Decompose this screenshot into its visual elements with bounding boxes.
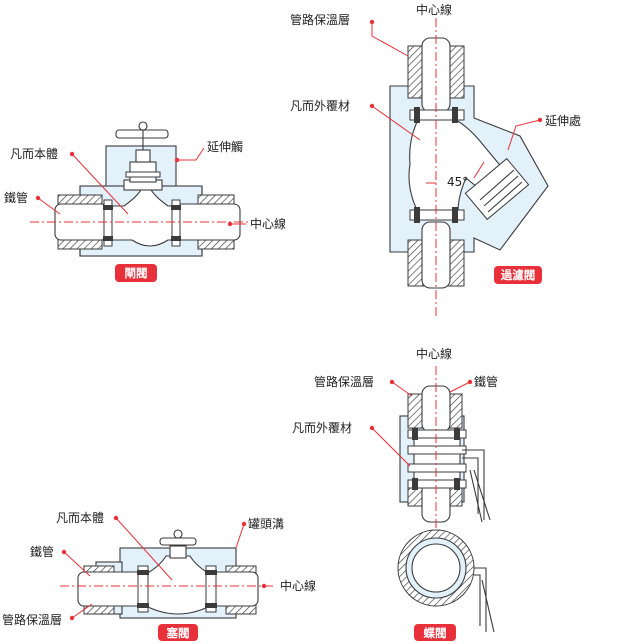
butterfly-label-pipe: 鐵管 [474,374,498,389]
strainer-flange-top [409,109,465,121]
strainer-title-badge [494,266,542,284]
plug-flange-right [205,565,217,613]
gate-flange-left [103,199,113,247]
plug-title-badge [158,624,198,641]
strainer-label-center: 中心線 [416,2,452,17]
plug-label-pipe: 鐵管 [30,544,54,559]
butterfly-label-insulation: 管路保溫層 [314,374,374,389]
butterfly-label-cover: 凡而外覆材 [292,421,352,435]
butterfly-valve-panel: 中心線 管路保溫層 鐵管 凡而外覆材 蝶閥 [292,346,498,641]
strainer-label-insulation: 管路保溫層 [290,12,350,27]
butterfly-valve-body [413,431,461,487]
strainer-title: 過濾閥 [500,268,536,282]
gate-handwheel-icon [115,121,169,150]
plug-handwheel-icon [159,529,197,546]
strainer-label-ext: 延伸處 [545,114,581,128]
gate-flange-right [171,199,181,247]
strainer-screen-icon [464,157,530,221]
plug-label-cover: 罐頭溝 [248,517,284,531]
butterfly-title-badge [414,624,456,641]
gate-label-center: 中心線 [250,216,286,231]
plug-label-center: 中心線 [280,578,316,593]
butterfly-label-center: 中心線 [416,346,452,361]
butterfly-lever-icon [462,449,491,523]
plug-label-body: 凡而本體 [56,511,104,525]
plug-valve-body [145,555,211,615]
butterfly-title: 蝶閥 [424,626,447,640]
strainer-label-cover: 凡而外覆材 [290,99,350,113]
gate-label-cover: 延伸觸 [207,139,243,154]
butterfly-cross-section [397,529,495,633]
plug-flange-left [137,565,149,613]
gate-title-badge [115,264,157,282]
strainer-panel: 45° 中心線 管路保溫層 凡而外覆材 延伸處 過濾閥 [290,2,581,318]
gate-label-body: 凡而本體 [10,147,58,161]
strainer-flange-bottom [409,209,465,221]
plug-valve-panel: 凡而本體 罐頭溝 鐵管 管路保溫層 中心線 塞閥 [2,511,316,641]
plug-right-pipe [211,571,259,607]
gate-valve-panel: 凡而本體 延伸觸 鐵管 中心線 閘閥 [4,121,286,282]
strainer-angle-label: 45° [447,175,468,189]
plug-label-insulation: 管路保溫層 [2,612,62,627]
plug-title: 塞閥 [167,626,190,640]
gate-label-pipe: 鐵管 [4,190,28,205]
gate-valve-body [107,187,177,247]
gate-title: 閘閥 [125,266,148,280]
